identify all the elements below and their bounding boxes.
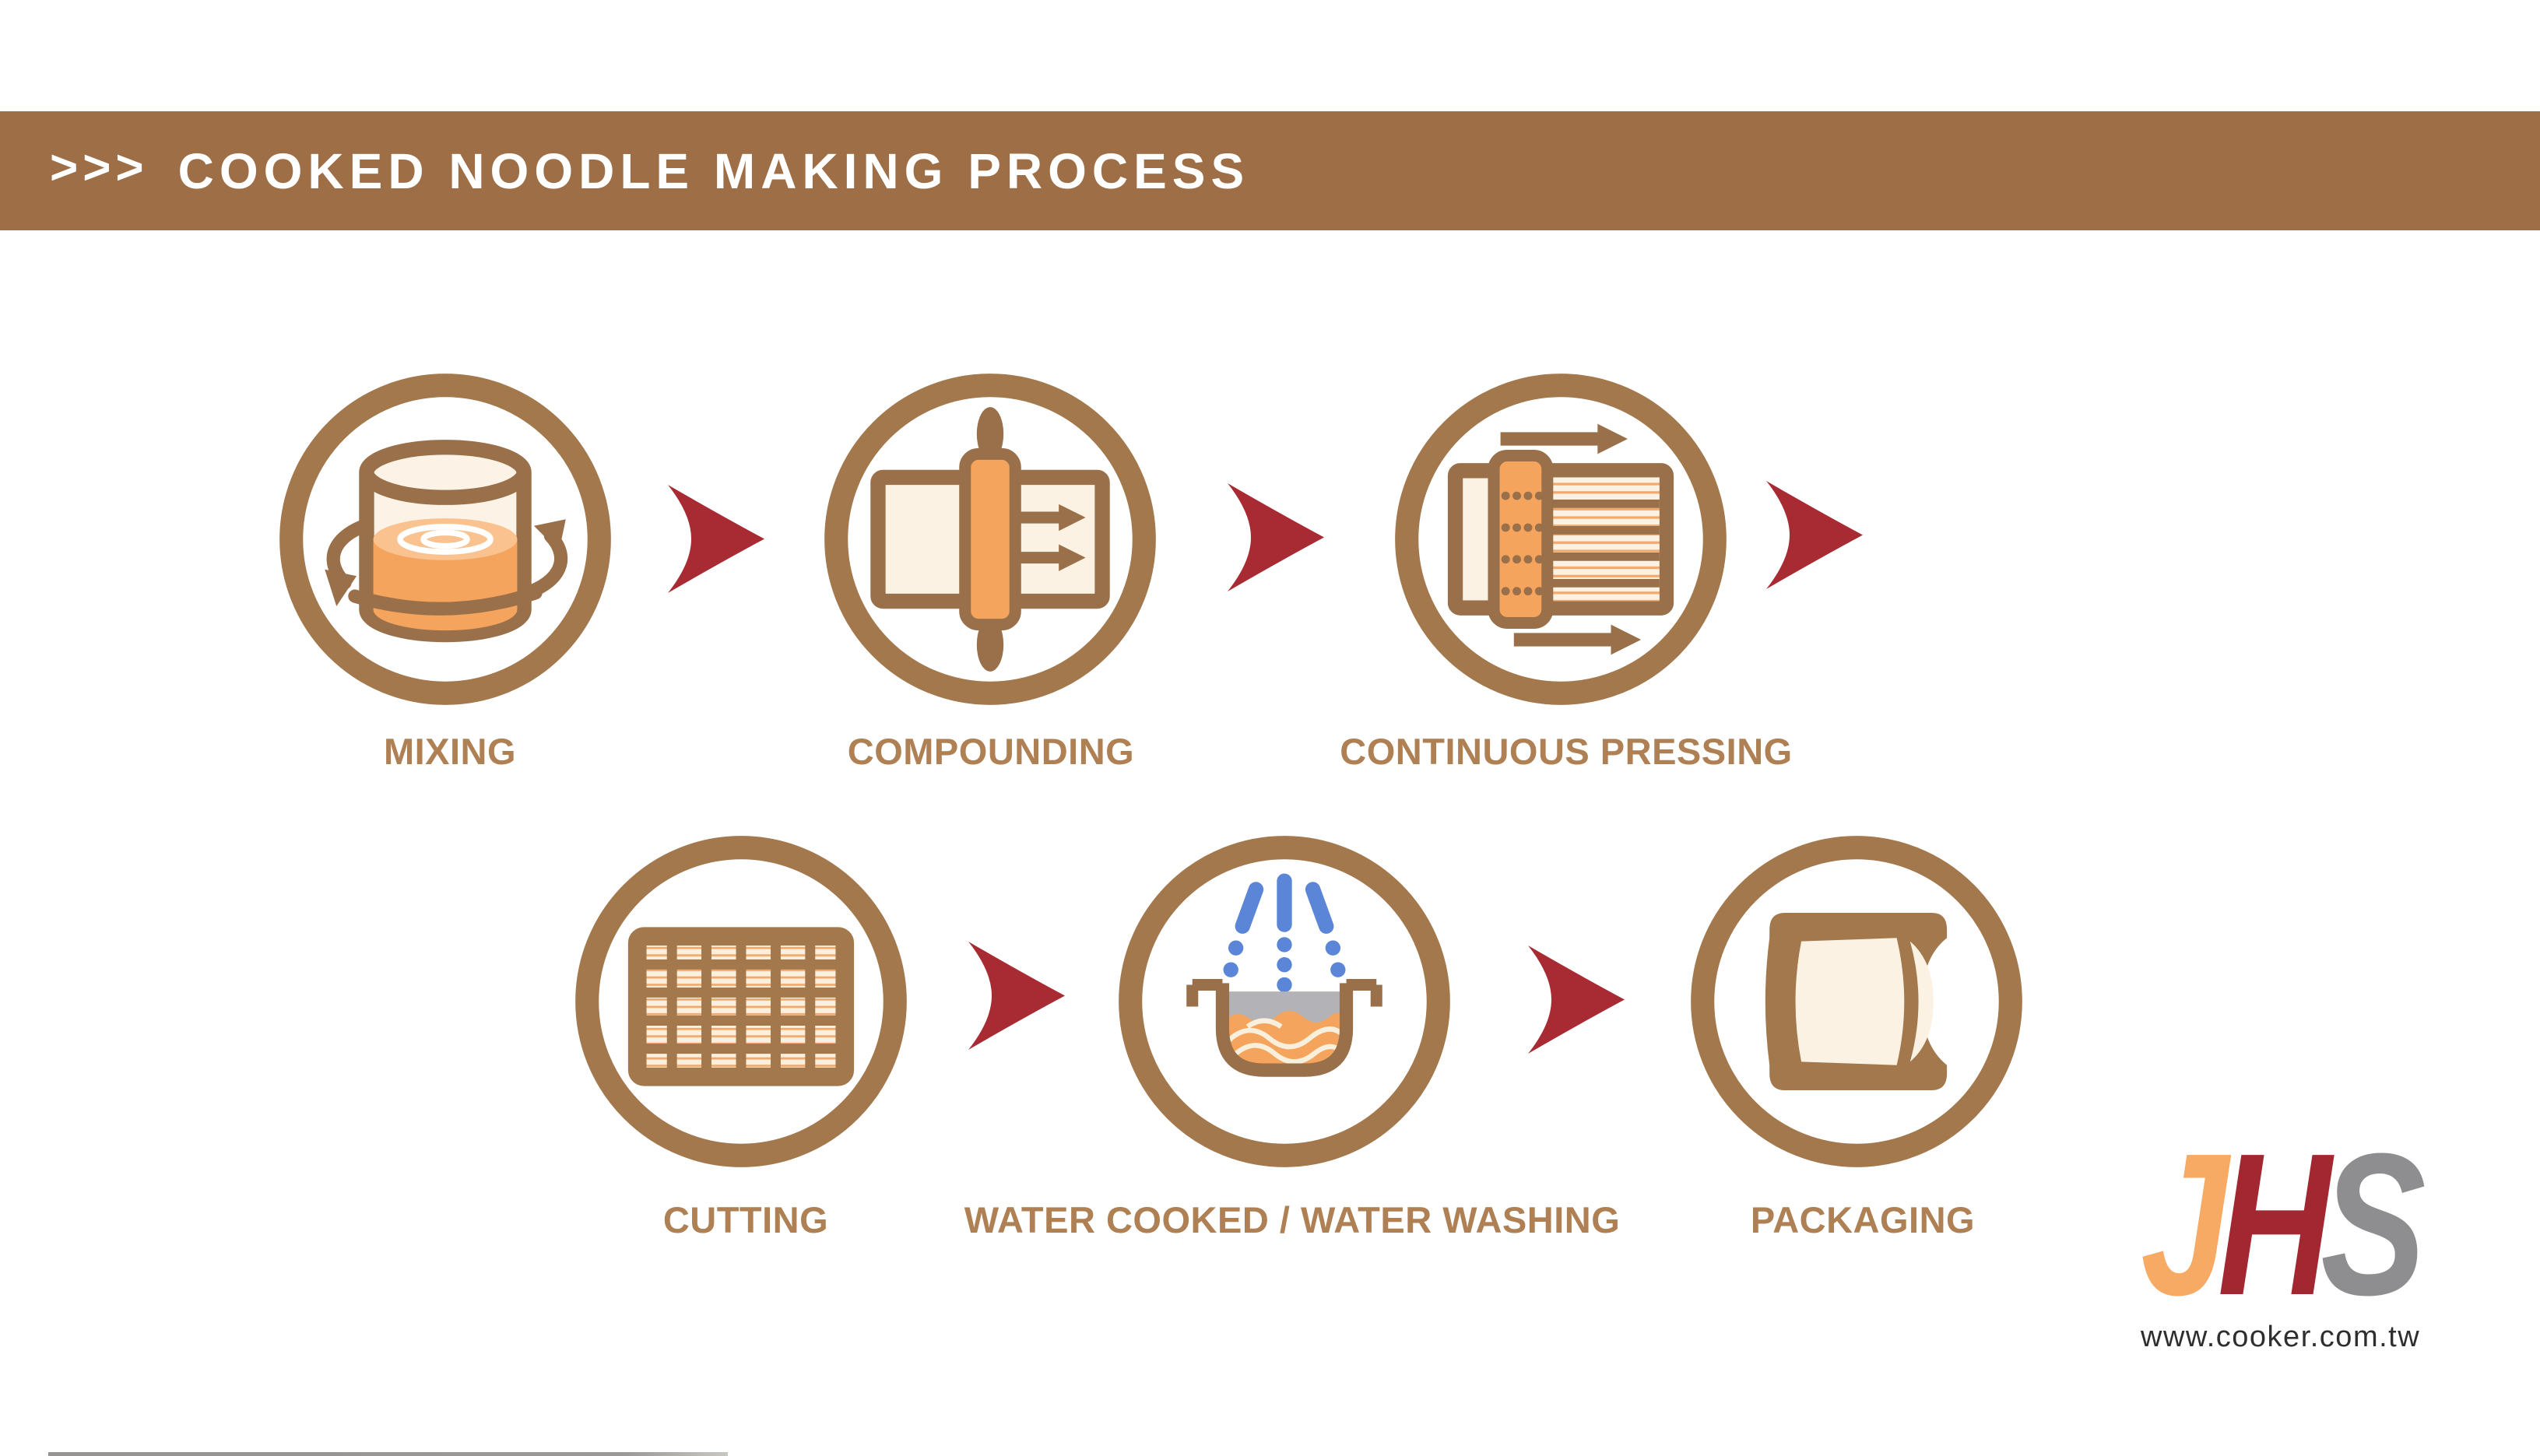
logo-letter-s: S [2320, 1112, 2426, 1338]
step-cutting [574, 834, 908, 1169]
flow-arrow-icon [966, 940, 1067, 1051]
step-label-mixing: MIXING [383, 731, 517, 772]
pot-noodles-water-spray-icon [1119, 836, 1450, 1167]
package-bag-icon [1691, 836, 2022, 1167]
website-url: www.cooker.com.tw [2141, 1321, 2421, 1353]
step-compounding [823, 372, 1158, 707]
step-label-packaging: PACKAGING [1750, 1199, 1976, 1240]
noodle-cutting-grid-icon [575, 836, 907, 1167]
step-label-compounding: COMPOUNDING [847, 731, 1135, 772]
logo-letter-h: H [2217, 1112, 2331, 1338]
jhs-logo: JHS [2141, 1124, 2426, 1326]
water-spray-icon [1235, 873, 1334, 934]
logo-letter-j: J [2141, 1112, 2229, 1338]
brand-logo: JHS www.cooker.com.tw [2141, 1124, 2493, 1354]
header-inner: >>> COOKED NOODLE MAKING PROCESS [0, 111, 2540, 230]
flow-arrow-icon [1526, 944, 1627, 1055]
step-label-water: WATER COOKED / WATER WASHING [964, 1199, 1621, 1240]
header-bar: >>> COOKED NOODLE MAKING PROCESS [0, 111, 2540, 230]
step-packaging [1689, 834, 2024, 1169]
step-continuous-pressing [1393, 372, 1728, 707]
rolling-pin-dough-icon [824, 374, 1156, 705]
step-water-cooked-washing [1117, 834, 1452, 1169]
bottom-edge-line [48, 1452, 728, 1456]
chevrons-icon: >>> [50, 140, 149, 195]
flow-arrow-icon [1225, 482, 1326, 593]
step-mixing [278, 372, 613, 707]
flow-arrow-icon [1764, 479, 1865, 591]
step-label-pressing: CONTINUOUS PRESSING [1340, 731, 1793, 772]
page-title: COOKED NOODLE MAKING PROCESS [177, 142, 1250, 199]
mixing-bowl-icon [279, 374, 611, 705]
flow-arrow-icon [666, 483, 767, 595]
step-label-cutting: CUTTING [662, 1199, 829, 1240]
pressing-rollers-icon [1395, 374, 1727, 705]
